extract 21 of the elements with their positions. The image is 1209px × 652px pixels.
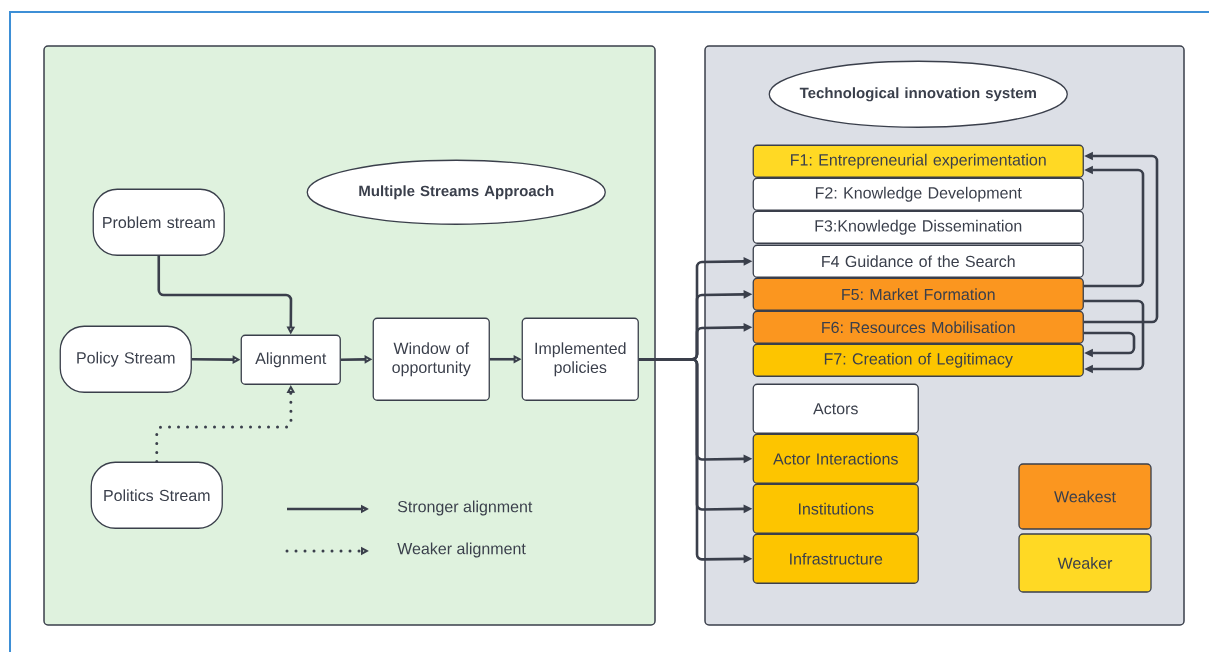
function-box: F3:Knowledge Dissemination bbox=[752, 210, 1084, 244]
component-box: Actor Interactions bbox=[752, 433, 919, 484]
process-box: Window of opportunity bbox=[372, 317, 490, 401]
arrow bbox=[1083, 331, 1136, 358]
process-box: Alignment bbox=[240, 334, 341, 385]
stream-terminal: Problem stream bbox=[92, 188, 225, 256]
function-box: F2: Knowledge Development bbox=[752, 177, 1084, 211]
stream-terminal: Politics Stream bbox=[90, 461, 223, 529]
function-box: F4 Guidance of the Search bbox=[752, 244, 1084, 278]
function-box: F1: Entrepreneurial experimentation bbox=[752, 144, 1084, 178]
legend-label: Stronger alignment bbox=[397, 500, 533, 516]
component-box: Actors bbox=[752, 383, 919, 434]
legend-label: Weaker alignment bbox=[397, 542, 526, 558]
function-box: F5: Market Formation bbox=[752, 277, 1084, 311]
stream-terminal: Policy Stream bbox=[59, 325, 192, 393]
function-box: F7: Creation of Legitimacy bbox=[752, 343, 1084, 377]
process-box: Implemented policies bbox=[521, 317, 639, 401]
component-box: Infrastructure bbox=[752, 533, 919, 584]
arrow bbox=[1083, 299, 1145, 374]
component-box: Institutions bbox=[752, 483, 919, 534]
function-box: F6: Resources Mobilisation bbox=[752, 310, 1084, 344]
